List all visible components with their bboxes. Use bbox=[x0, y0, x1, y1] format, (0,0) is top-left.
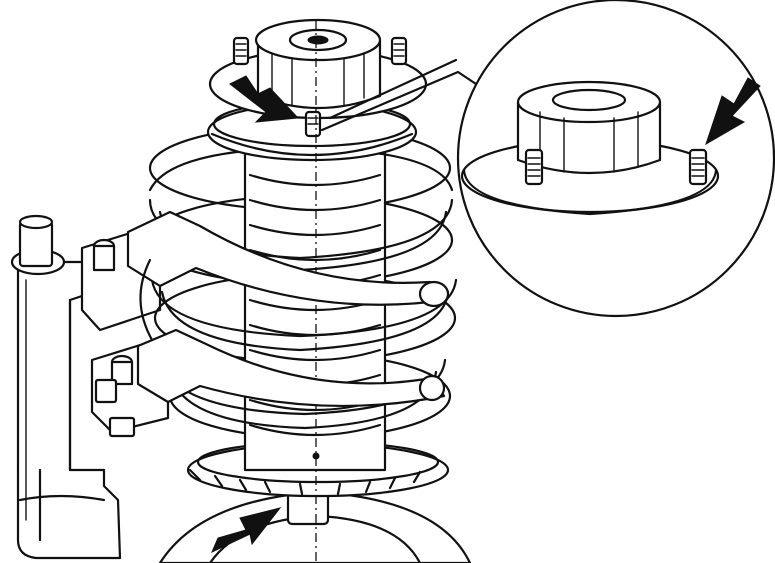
shock-absorber-body bbox=[243, 148, 387, 472]
detail-callout bbox=[320, 0, 775, 318]
bracket-arm bbox=[126, 210, 450, 407]
arrow-icon bbox=[705, 77, 761, 146]
arrow-icon bbox=[211, 507, 282, 554]
arrow-icon bbox=[229, 75, 300, 123]
center-point bbox=[312, 452, 320, 460]
steering-knuckle bbox=[10, 214, 122, 560]
